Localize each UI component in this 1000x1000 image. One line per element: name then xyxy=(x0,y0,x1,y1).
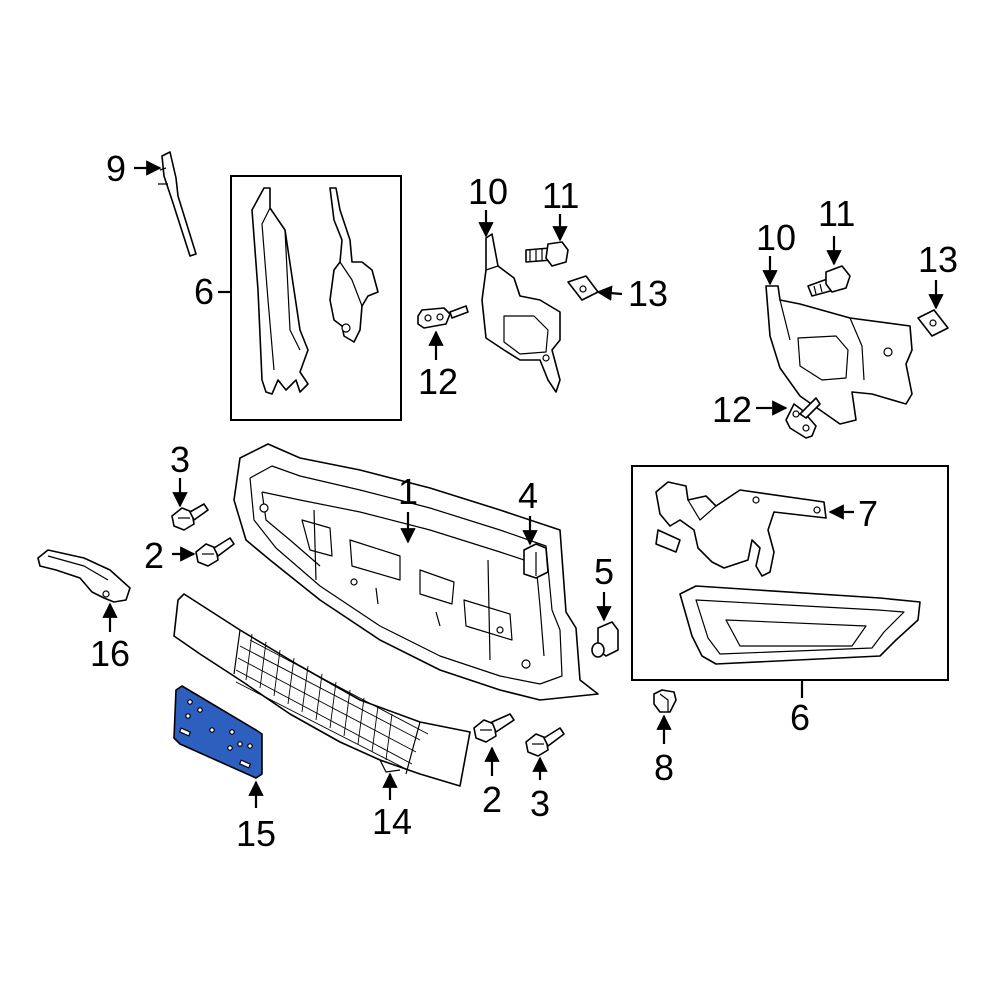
callout-6-left: 6 xyxy=(194,271,214,312)
callout-3-lower: 3 xyxy=(530,783,550,824)
callout-4: 4 xyxy=(518,475,538,516)
callout-10-left: 10 xyxy=(468,171,508,212)
callout-6-right: 6 xyxy=(790,697,810,738)
callout-15: 15 xyxy=(236,813,276,854)
part-2-lower-bolt[interactable] xyxy=(473,713,515,743)
part-6-fog-lamp-bezel[interactable] xyxy=(679,585,921,665)
callout-13-right: 13 xyxy=(918,239,958,280)
callout-9: 9 xyxy=(106,148,126,189)
callout-8: 8 xyxy=(654,747,674,788)
part-13-right-clip[interactable] xyxy=(917,309,949,337)
callout-7: 7 xyxy=(858,493,878,534)
callout-11-left: 11 xyxy=(542,175,579,216)
part-16-bracket[interactable] xyxy=(37,549,131,603)
part-3-lower-bolt[interactable] xyxy=(525,727,565,757)
part-10-right-bracket[interactable] xyxy=(765,285,913,425)
part-11-right-bolt[interactable] xyxy=(807,265,851,297)
part-9-strip[interactable] xyxy=(158,151,197,257)
part-12-left-stud[interactable] xyxy=(417,305,469,329)
callout-11-right: 11 xyxy=(818,193,855,234)
callout-12-left: 12 xyxy=(418,361,458,402)
part-4-clip[interactable] xyxy=(523,543,549,579)
part-14-lower-grille[interactable] xyxy=(173,593,471,787)
part-10-left-bracket[interactable] xyxy=(481,233,561,393)
callout-5: 5 xyxy=(594,551,614,592)
part-11-left-bolt[interactable] xyxy=(525,241,569,267)
callout-13-left: 13 xyxy=(628,273,668,314)
callout-2-lower: 2 xyxy=(482,779,502,820)
part-6-left-bracket[interactable] xyxy=(251,187,379,395)
part-7-bracket[interactable] xyxy=(655,481,827,577)
callout-2-upper: 2 xyxy=(144,535,164,576)
inset-box-6-left xyxy=(230,175,402,421)
callout-3-upper: 3 xyxy=(170,439,190,480)
callout-14: 14 xyxy=(372,801,412,842)
callout-1: 1 xyxy=(398,471,418,512)
part-2-upper-bolt[interactable] xyxy=(195,537,235,567)
part-3-upper-bolt[interactable] xyxy=(171,503,209,531)
part-15-license-plate-bracket[interactable] xyxy=(173,685,263,779)
part-1-bumper-cover[interactable] xyxy=(233,443,599,701)
callout-16: 16 xyxy=(90,633,130,674)
callout-10-right: 10 xyxy=(756,217,796,258)
part-12-right-stud[interactable] xyxy=(785,397,821,439)
part-8-nut[interactable] xyxy=(653,689,677,713)
leaders xyxy=(102,160,944,808)
part-5-sensor[interactable] xyxy=(591,621,619,658)
inset-box-6-right xyxy=(631,465,949,681)
part-13-left-clip[interactable] xyxy=(567,275,599,301)
callout-12-right: 12 xyxy=(712,389,752,430)
